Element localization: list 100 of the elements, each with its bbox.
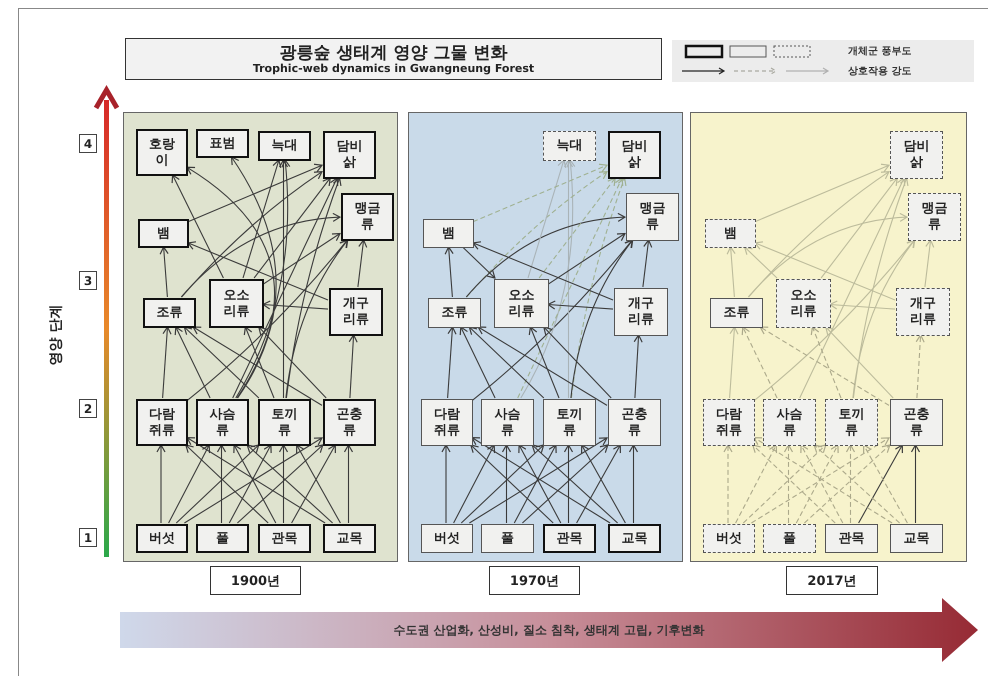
species-box: 개구리류 [614,288,668,336]
arrow [187,241,328,300]
arrow [188,164,323,222]
species-box: 조류 [428,298,481,328]
arrow [181,171,323,298]
species-box: 개구리류 [329,288,383,336]
arrow [642,239,652,288]
arrow [186,239,348,402]
arrow [285,239,348,398]
arrow [262,232,341,285]
arrow [176,444,260,524]
arrow [470,444,554,524]
arrow [570,239,634,398]
species-box: 버섯 [421,524,473,553]
arrow [527,159,566,278]
arrow [242,159,282,278]
species-box: 곤충류 [323,399,376,446]
species-box: 개구리류 [896,288,950,336]
level-number: 3 [79,271,97,290]
arrow [820,177,898,278]
arrow [168,444,210,524]
arrow [754,239,915,402]
arrow [472,164,608,222]
arrow [246,444,333,524]
arrow [258,326,327,398]
arrow [174,326,211,398]
species-box: 담비삵 [608,131,661,179]
species-box: 맹금류 [341,193,394,241]
arrow [447,326,457,398]
arrow [814,444,900,524]
arrow [441,444,451,523]
arrow [462,246,496,279]
species-box: 오소리류 [209,279,264,328]
species-box: 토끼류 [825,399,878,446]
arrow [852,239,916,398]
level-number: 2 [79,399,97,418]
level-number: 4 [79,134,97,153]
arrow [548,232,626,285]
arrow [278,444,288,523]
arrow [634,334,643,398]
species-box: 버섯 [703,524,755,553]
arrow [538,177,616,278]
arrow [760,326,890,406]
arrow [924,239,934,288]
arrow [748,171,890,298]
arrow [453,444,496,524]
arrow [232,177,338,398]
species-box: 오소리류 [776,279,831,328]
arrow [810,326,842,398]
arrow [156,444,166,523]
species-box: 사슴류 [763,399,816,446]
species-box: 호랑이 [136,129,188,176]
arrow [564,159,574,398]
arrow [729,326,739,398]
arrow [799,177,906,398]
axis-title: 영양 단계 [47,304,65,368]
trend-arrow: 수도권 산업화, 산성비, 질소 침착, 생태계 고립, 기후변화 [120,598,978,662]
period-panel [123,112,398,562]
arrow [460,326,496,398]
arrow [286,177,342,398]
arrow [804,444,890,524]
arrow [237,444,324,524]
arrow [185,444,269,524]
arrow [478,326,608,406]
arrow [726,246,736,298]
arrow [910,444,920,523]
species-box: 풀 [481,524,534,553]
species-box: 토끼류 [258,399,311,446]
species-box: 관목 [543,524,596,553]
arrow [564,444,574,523]
species-box: 곤충류 [608,399,661,446]
species-box: 오소리류 [494,279,549,328]
arrow [916,334,925,398]
arrow [754,164,890,222]
year-label: 1970년 [489,566,580,595]
species-box: 담비삵 [890,131,943,179]
year-label: 1900년 [210,566,301,595]
arrow [846,444,856,523]
arrow [466,171,608,298]
arrow [520,159,576,398]
arrow [162,326,172,398]
period-panel [408,112,683,562]
species-box: 다람쥐류 [703,399,755,446]
arrow [522,444,608,524]
arrow [472,241,614,300]
species-box: 다람쥐류 [136,399,188,446]
species-box: 교목 [890,524,943,553]
arrow [460,444,544,524]
title: 광릉숲 생태계 영양 그물 변화 [278,42,508,64]
arrow [517,177,624,398]
species-box: 늑대 [543,131,596,161]
arrow [344,444,354,523]
arrow [752,444,836,524]
arrow [192,326,322,406]
arrow [543,326,612,398]
arrow [235,159,290,398]
species-box: 관목 [258,524,311,553]
species-box: 표범 [196,129,249,158]
arrow [244,326,275,398]
species-box: 조류 [710,298,763,328]
